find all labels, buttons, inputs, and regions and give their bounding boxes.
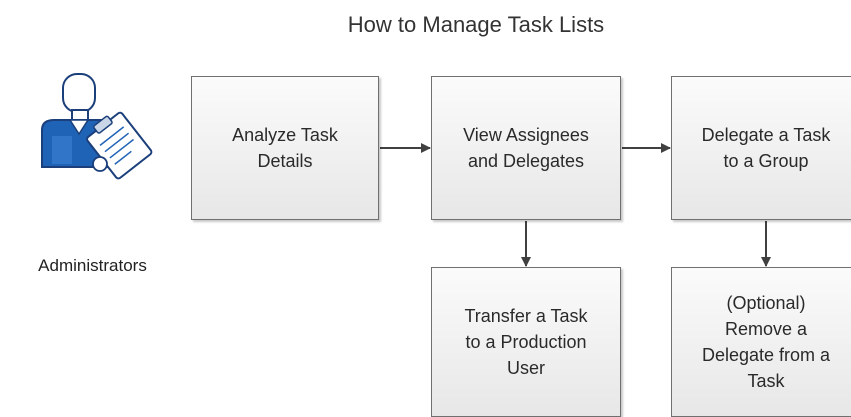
step-delegate-task-to-group: Delegate a Task to a Group [671,76,851,220]
step-remove-delegate-from-task: (Optional) Remove a Delegate from a Task [671,267,851,417]
diagram-title: How to Manage Task Lists [347,12,605,37]
administrator-with-clipboard-icon [41,73,153,180]
step-view-assignees-and-delegates: View Assignees and Delegates [431,76,621,220]
actor-label: Administrators [38,256,147,275]
step-transfer-task-to-production-user: Transfer a Task to a Production User [431,267,621,417]
actor-administrators: Administrators [0,72,185,275]
step-analyze-task-details: Analyze Task Details [191,76,379,220]
